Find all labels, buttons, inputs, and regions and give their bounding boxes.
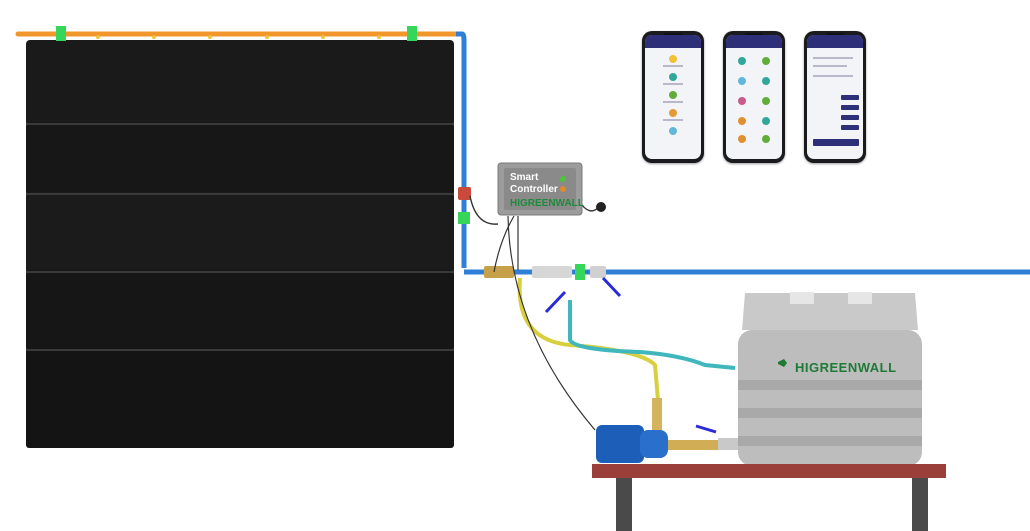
water-tank — [738, 292, 922, 466]
solenoid-valve — [458, 187, 471, 200]
app-header — [807, 35, 863, 48]
pipe-clip — [56, 26, 66, 41]
smart-controller — [497, 162, 583, 216]
phone-screen — [807, 35, 863, 159]
pipe-clip — [407, 26, 417, 41]
teal-hose — [568, 300, 736, 370]
controller-label-smart: Smart — [510, 172, 539, 183]
stand-table — [592, 464, 946, 531]
phone-app-screen-2 — [723, 31, 785, 163]
tank-brand: HIGREENWALL — [795, 360, 897, 375]
pipe-clip — [458, 212, 470, 224]
controller-label-controller: Controller — [510, 184, 558, 195]
sensor-icon — [596, 202, 606, 212]
phone-app-screen-3 — [804, 31, 866, 163]
valve-handle-icon — [601, 276, 622, 298]
app-header — [645, 35, 701, 48]
yellow-hose — [517, 277, 660, 401]
drip-pipe — [15, 26, 461, 41]
pump — [596, 398, 738, 463]
status-led-green — [560, 176, 566, 182]
riser-pipe — [456, 31, 471, 268]
leaf-logo-icon — [778, 359, 787, 367]
phone-screen — [726, 35, 782, 159]
phone-screen — [645, 35, 701, 159]
valve-handle-icon — [544, 290, 567, 314]
valve-handle-icon — [695, 424, 717, 434]
green-wall-panel — [26, 40, 454, 448]
app-header — [726, 35, 782, 48]
controller-brand: HIGREENWALL — [510, 198, 584, 209]
main-supply-pipe — [464, 264, 1030, 314]
phone-app-screen-1 — [642, 31, 704, 163]
status-led-orange — [560, 186, 566, 192]
